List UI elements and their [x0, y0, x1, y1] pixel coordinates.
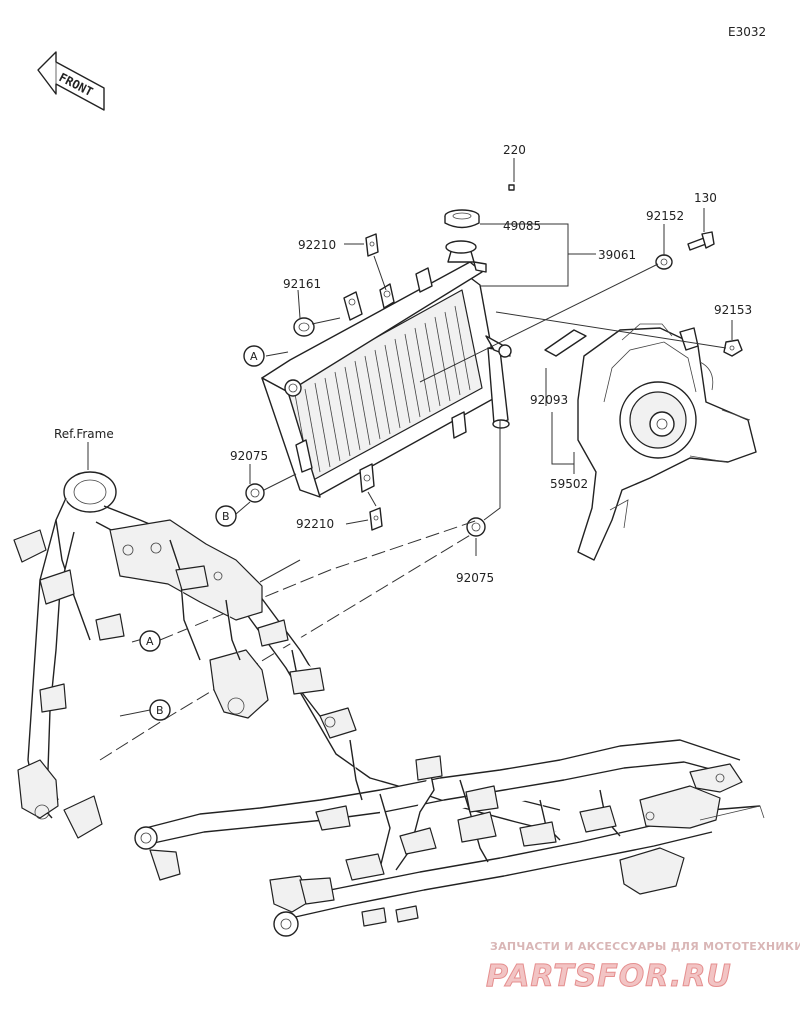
fan-assembly-59502-part — [577, 323, 757, 561]
callout-92210-top: 92210 — [298, 238, 336, 252]
callout-labels: 220 49085 39061 92152 130 92153 92210 92… — [54, 143, 752, 585]
seal-strip-92093-part — [544, 329, 587, 357]
bolt-130-part — [687, 231, 715, 251]
diagram-code: E3032 — [728, 25, 766, 39]
callout-92075-left: 92075 — [230, 449, 268, 463]
callout-92152: 92152 — [646, 209, 684, 223]
pin-220-part — [508, 184, 515, 191]
marker-b-frame: B — [156, 704, 164, 717]
grommet-92075-left-part — [245, 483, 265, 503]
watermark: ЗАПЧАСТИ И АКСЕССУАРЫ ДЛЯ МОТОТЕХНИКИ PA… — [486, 940, 800, 995]
grommet-92210-bottom-part — [369, 507, 383, 531]
reference-markers: A B A B — [139, 345, 265, 721]
callout-220: 220 — [503, 143, 526, 157]
watermark-brand: PARTSFOR.RU — [486, 959, 732, 994]
watermark-tagline: ЗАПЧАСТИ И АКСЕССУАРЫ ДЛЯ МОТОТЕХНИКИ — [490, 940, 800, 953]
radiator-cap-part — [444, 209, 480, 229]
marker-a-frame: A — [146, 635, 154, 648]
radiator-assembly — [261, 240, 512, 498]
collar-92152-part — [655, 254, 673, 270]
ref-frame-label: Ref.Frame — [54, 427, 114, 441]
marker-b-left: B — [222, 510, 230, 523]
grommet-92075-bottom-part — [466, 517, 486, 537]
callout-92075-bottom: 92075 — [456, 571, 494, 585]
grommet-92210-top-part — [365, 233, 379, 257]
nut-92153-part — [723, 339, 743, 357]
callout-92161: 92161 — [283, 277, 321, 291]
callout-130: 130 — [694, 191, 717, 205]
callout-92093: 92093 — [530, 393, 568, 407]
front-arrow-icon: FRONT — [37, 51, 105, 111]
callout-39061: 39061 — [598, 248, 636, 262]
callout-92210-bottom: 92210 — [296, 517, 334, 531]
motorcycle-frame — [13, 471, 765, 937]
marker-a-top: A — [250, 350, 258, 363]
callout-59502: 59502 — [550, 477, 588, 491]
callout-92153: 92153 — [714, 303, 752, 317]
collar-92161-part — [293, 317, 315, 337]
callout-49085: 49085 — [503, 219, 541, 233]
